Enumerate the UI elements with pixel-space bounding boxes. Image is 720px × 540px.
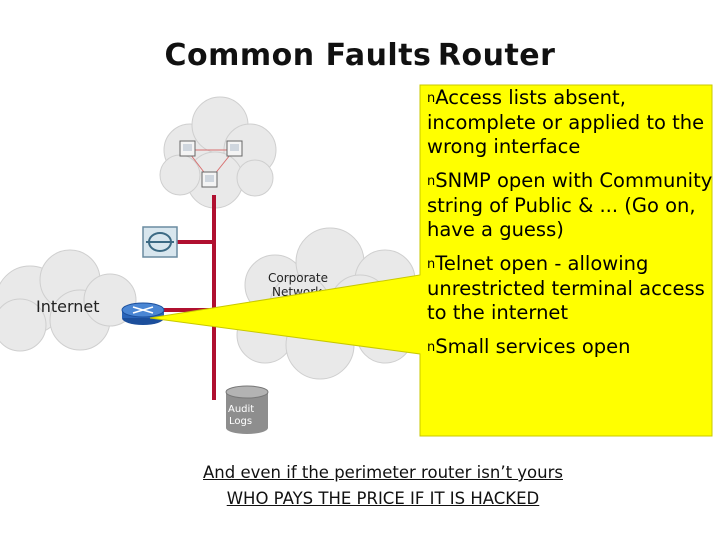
audit-label: Audit Logs bbox=[228, 404, 257, 427]
internet-label: Internet bbox=[36, 297, 100, 316]
callout-point: nAccess lists absent, incomplete or appl… bbox=[427, 86, 717, 159]
server-icon bbox=[201, 171, 218, 188]
footer: And even if the perimeter router isn’t y… bbox=[0, 460, 720, 512]
callout-box bbox=[149, 84, 713, 437]
audit-label-line: Logs bbox=[229, 416, 252, 427]
network-cables bbox=[150, 195, 216, 400]
firewall-icon bbox=[142, 226, 178, 258]
server-icon bbox=[179, 140, 196, 157]
callout-point: nTelnet open - allowing unrestricted ter… bbox=[427, 252, 717, 325]
callout-point-text: Access lists absent, incomplete or appli… bbox=[427, 86, 705, 158]
bullet-marker: n bbox=[427, 174, 436, 189]
bullet-marker: n bbox=[427, 91, 436, 106]
audit-logs-icon bbox=[225, 385, 269, 434]
bullet-marker: n bbox=[427, 340, 436, 355]
callout-point-text: Telnet open - allowing unrestricted term… bbox=[427, 252, 705, 324]
server-icon bbox=[226, 140, 243, 157]
corporate-label-line: Corporate bbox=[268, 271, 328, 285]
callout-point: nSmall services open bbox=[427, 335, 717, 360]
router-icon bbox=[121, 302, 165, 325]
bullet-marker: n bbox=[427, 257, 436, 272]
footer-line-1: And even if the perimeter router isn’t y… bbox=[203, 463, 563, 482]
callout-point-text: SNMP open with Community string of Publi… bbox=[427, 169, 713, 241]
callout-text: nAccess lists absent, incomplete or appl… bbox=[427, 86, 717, 370]
footer-line-2: WHO PAYS THE PRICE IF IT IS HACKED bbox=[226, 489, 540, 508]
slide-title: Common Faults Router bbox=[164, 38, 556, 73]
callout-point: nSNMP open with Community string of Publ… bbox=[427, 169, 717, 242]
callout-point-text: Small services open bbox=[435, 335, 631, 358]
server-cloud bbox=[159, 96, 277, 209]
audit-label-line: Audit bbox=[228, 404, 254, 415]
